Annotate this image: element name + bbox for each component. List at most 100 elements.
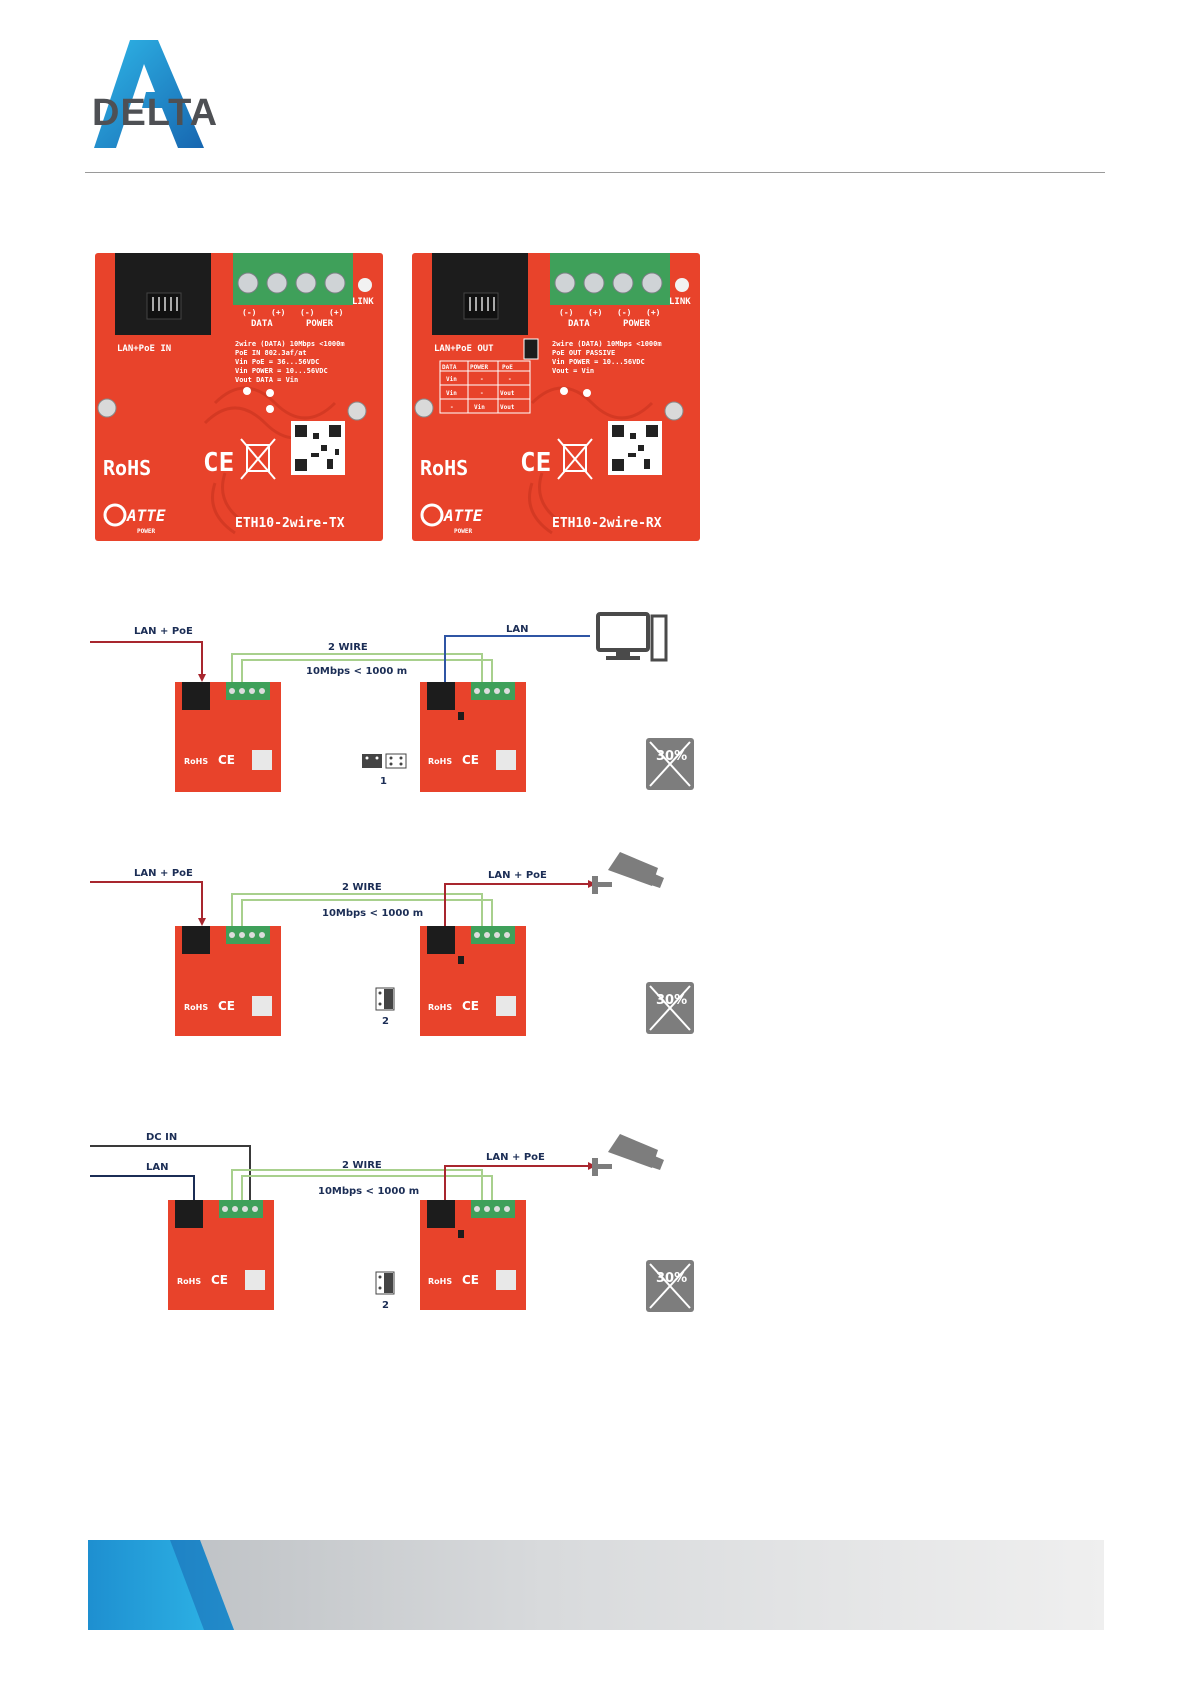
rx-link-label: LINK	[669, 297, 691, 307]
diagram-lan-computer: RoHS CE RoHS CE LAN + PoE 2 WIRE 10Mbps …	[90, 612, 710, 802]
svg-text:CE: CE	[218, 999, 235, 1013]
svg-text:RoHS: RoHS	[428, 1277, 452, 1286]
diagram-dc-in-camera: RoHS CE RoHS CE DC IN LAN 2 WIRE 10Mbps …	[90, 1118, 710, 1318]
tx-data-label: DATA	[251, 319, 273, 329]
svg-text:POWER: POWER	[454, 528, 472, 535]
rx-model: ETH10-2wire-RX	[552, 516, 662, 531]
rx-terminal-1: (-)	[559, 308, 573, 317]
rx-mini-board: RoHS CE	[420, 926, 526, 1036]
rx-ce-mark: CE	[520, 448, 551, 478]
svg-text:RoHS: RoHS	[177, 1277, 201, 1286]
svg-text:30%: 30%	[656, 993, 687, 1008]
svg-text:PoE IN 802.3af/at: PoE IN 802.3af/at	[235, 349, 307, 357]
dc-in-wire	[90, 1146, 250, 1200]
tx-mini-board: RoHS CE	[175, 682, 281, 792]
svg-text:RoHS: RoHS	[184, 757, 208, 766]
svg-text:Vin POWER = 10...56VDC: Vin POWER = 10...56VDC	[235, 367, 328, 375]
svg-text:-: -	[480, 376, 484, 383]
rx-terminal-2: (+)	[588, 308, 602, 317]
left-label-1: LAN + PoE	[134, 868, 193, 879]
rx-data-label: DATA	[568, 319, 590, 329]
svg-text:Vout = Vin: Vout = Vin	[552, 367, 594, 375]
tx-power-label: POWER	[306, 319, 334, 329]
svg-text:PoE: PoE	[502, 364, 513, 371]
svg-text:-: -	[480, 390, 484, 397]
svg-text:Vout: Vout	[500, 390, 515, 397]
svg-text:ATTE: ATTE	[126, 506, 166, 525]
temperature-warning-icon: 30%	[646, 1260, 694, 1312]
camera-icon	[592, 1134, 664, 1176]
tx-model: ETH10-2wire-TX	[235, 516, 345, 531]
svg-text:Vin: Vin	[446, 376, 457, 383]
header-divider	[85, 172, 1105, 173]
svg-text:POWER: POWER	[470, 364, 488, 371]
svg-text:-: -	[450, 404, 454, 411]
lan-poe-out-wire	[445, 1166, 590, 1200]
tx-ce-mark: CE	[203, 448, 234, 478]
rx-terminal-4: (+)	[646, 308, 660, 317]
tx-terminal-4: (+)	[329, 308, 343, 317]
svg-text:-: -	[508, 376, 512, 383]
tx-connector-label: LAN+PoE IN	[117, 344, 171, 354]
svg-text:PoE OUT PASSIVE: PoE OUT PASSIVE	[552, 349, 615, 357]
speed-label: 10Mbps < 1000 m	[322, 908, 423, 919]
svg-text:30%: 30%	[656, 749, 687, 764]
qr-code-icon	[291, 421, 345, 475]
svg-text:POWER: POWER	[137, 528, 155, 535]
rx-terminal-3: (-)	[617, 308, 631, 317]
footer-bar	[88, 1540, 1104, 1630]
wire-label: 2 WIRE	[342, 1160, 382, 1171]
jumper-number: 2	[382, 1300, 389, 1311]
svg-text:DATA: DATA	[442, 364, 457, 371]
right-label: LAN + PoE	[486, 1152, 545, 1163]
jumper-number: 2	[382, 1016, 389, 1027]
tx-link-label: LINK	[352, 297, 374, 307]
jumper-icon	[524, 339, 538, 359]
temperature-warning-icon: 30%	[646, 982, 694, 1034]
wire-label: 2 WIRE	[328, 642, 368, 653]
temperature-warning-icon: 30%	[646, 738, 694, 790]
left-label-1: LAN + PoE	[134, 626, 193, 637]
diagram-poe-camera: RoHS CE RoHS CE LAN + PoE 2 WIRE 10Mbps …	[90, 850, 710, 1040]
right-label: LAN + PoE	[488, 870, 547, 881]
right-label: LAN	[506, 624, 528, 635]
svg-text:CE: CE	[462, 999, 479, 1013]
tx-mini-board: RoHS CE	[168, 1200, 274, 1310]
rx-power-label: POWER	[623, 319, 651, 329]
lan-poe-out-wire	[445, 884, 590, 926]
rx-mini-board: RoHS CE	[420, 682, 526, 792]
jumper-position-icon	[376, 1272, 394, 1294]
wire-label: 2 WIRE	[342, 882, 382, 893]
svg-text:CE: CE	[218, 753, 235, 767]
svg-text:RoHS: RoHS	[428, 1003, 452, 1012]
tx-terminal-2: (+)	[271, 308, 285, 317]
svg-text:Vin POWER = 10...56VDC: Vin POWER = 10...56VDC	[552, 358, 645, 366]
camera-icon	[592, 852, 664, 894]
lan-poe-in-wire	[90, 882, 202, 922]
svg-text:Vin PoE = 36...56VDC: Vin PoE = 36...56VDC	[235, 358, 319, 366]
svg-text:2wire (DATA) 10Mbps <1000m: 2wire (DATA) 10Mbps <1000m	[552, 340, 662, 348]
svg-text:Vin: Vin	[446, 390, 457, 397]
speed-label: 10Mbps < 1000 m	[306, 666, 407, 677]
jumper-position-icon	[376, 988, 394, 1010]
svg-text:RoHS: RoHS	[428, 757, 452, 766]
rx-mini-board: RoHS CE	[420, 1200, 526, 1310]
speed-label: 10Mbps < 1000 m	[318, 1186, 419, 1197]
svg-text:ATTE: ATTE	[443, 506, 483, 525]
qr-code-icon	[608, 421, 662, 475]
svg-text:Vout DATA = Vin: Vout DATA = Vin	[235, 376, 298, 384]
svg-text:CE: CE	[462, 1273, 479, 1287]
jumper-position-icon	[362, 754, 406, 768]
rx-board-photo: LINK (-) (+) (-) (+) DATA POWER LAN+PoE …	[412, 253, 700, 541]
lan-in-wire	[90, 1176, 194, 1200]
svg-text:30%: 30%	[656, 1271, 687, 1286]
left-label-1: DC IN	[146, 1132, 177, 1143]
jumper-number: 1	[380, 776, 387, 787]
tx-board-photo: LINK (-) (+) (-) (+) DATA POWER LAN+PoE …	[95, 253, 383, 541]
svg-text:Vout: Vout	[500, 404, 515, 411]
logo-text: DELTA	[92, 92, 218, 135]
svg-text:RoHS: RoHS	[184, 1003, 208, 1012]
svg-text:Vin: Vin	[474, 404, 485, 411]
tx-terminal-1: (-)	[242, 308, 256, 317]
svg-text:CE: CE	[211, 1273, 228, 1287]
